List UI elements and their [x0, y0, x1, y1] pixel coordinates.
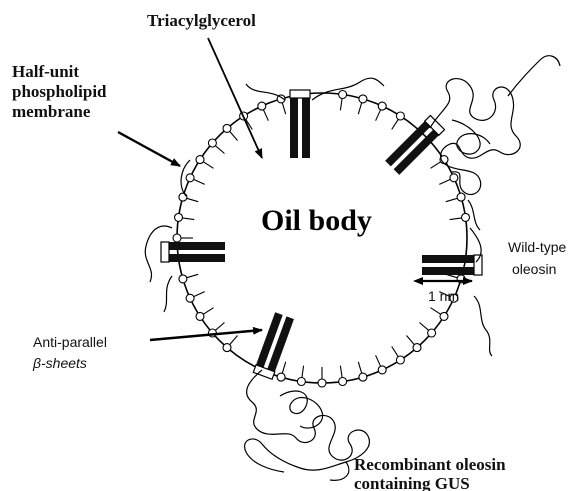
- phospholipid-tail: [420, 323, 429, 331]
- phospholipid-head: [179, 193, 187, 201]
- phospholipid-tail: [187, 274, 199, 277]
- phospholipid-head: [179, 275, 187, 283]
- phospholipid-head: [223, 344, 231, 352]
- phospholipid-head: [186, 174, 194, 182]
- protein-chains: [145, 56, 560, 481]
- phospholipid-tail: [431, 308, 441, 315]
- label-membrane-line1: Half-unit: [12, 62, 79, 81]
- phospholipid-head: [339, 378, 347, 386]
- phospholipid-tail: [194, 292, 205, 297]
- phospholipid-tail: [431, 162, 441, 169]
- phospholipid-head: [318, 379, 326, 387]
- phospholipid-head: [396, 356, 404, 364]
- phospholipid-head: [378, 366, 386, 374]
- chain-upper-right-loop: [452, 120, 490, 154]
- phospholipid-head: [297, 378, 305, 386]
- label-scale: 1 nm: [428, 288, 459, 304]
- chain-right-top: [468, 200, 480, 230]
- chain-top-right: [312, 78, 384, 100]
- phospholipid-tail: [215, 146, 224, 154]
- phospholipid-tail: [358, 362, 361, 374]
- phospholipid-tail: [340, 366, 342, 378]
- label-oil-body: Oil body: [261, 204, 372, 237]
- phospholipid-tail: [302, 366, 304, 378]
- chain-upper-right-tail: [508, 56, 560, 96]
- phospholipid-head: [196, 312, 204, 320]
- phospholipid-tail: [358, 103, 361, 115]
- phospholipid-head: [208, 139, 216, 147]
- phospholipid-tail: [376, 110, 381, 121]
- oleosin-upper-right: [385, 115, 444, 174]
- phospholipid-head: [396, 112, 404, 120]
- phospholipid-head: [173, 234, 181, 242]
- phospholipid-tail: [194, 179, 205, 184]
- label-membrane-line3: membrane: [12, 102, 91, 121]
- phospholipid-head: [359, 95, 367, 103]
- phospholipid-tail: [215, 323, 224, 331]
- phospholipid-tail: [282, 362, 285, 374]
- label-recombinant-line2: containing GUS: [354, 474, 470, 491]
- label-recombinant-line1: Recombinant oleosin: [354, 455, 506, 474]
- oleosin-bottom-recombinant: [253, 312, 294, 379]
- oleosin-left: [161, 242, 225, 262]
- phospholipid-tail: [439, 179, 450, 184]
- phospholipid-tail: [392, 347, 399, 357]
- phospholipid-head: [440, 312, 448, 320]
- phospholipid-head: [186, 294, 194, 302]
- chain-bottom-loop: [280, 391, 323, 428]
- arrow-membrane: [118, 132, 180, 166]
- phospholipid-tail: [282, 103, 285, 115]
- label-beta-line2: β-sheets: [32, 355, 87, 371]
- label-beta-line1: Anti-parallel: [33, 334, 107, 350]
- chain-bottom-tail: [330, 462, 349, 480]
- phospholipid-tail: [203, 308, 213, 315]
- label-triacylglycerol: Triacylglycerol: [147, 11, 256, 30]
- phospholipid-head: [413, 344, 421, 352]
- phospholipid-head: [378, 102, 386, 110]
- phospholipid-head: [196, 156, 204, 164]
- phospholipid-tail: [203, 162, 213, 169]
- chain-left-lower: [164, 276, 172, 312]
- phospholipid-tail: [230, 131, 238, 140]
- phospholipid-tail: [187, 198, 199, 201]
- phospholipid-tail: [392, 119, 399, 129]
- phospholipid-tail: [340, 98, 342, 110]
- phospholipid-head: [457, 193, 465, 201]
- phospholipid-tail: [446, 198, 458, 201]
- phospholipid-head: [428, 329, 436, 337]
- phospholipid-head: [359, 373, 367, 381]
- phospholipid-tail: [263, 110, 268, 121]
- label-membrane-line2: phospholipid: [12, 82, 107, 101]
- oleosin-wild-type: [422, 255, 482, 275]
- phospholipid-tail: [182, 218, 194, 220]
- chain-upper-right-tangle: [430, 79, 520, 195]
- arrow-beta-sheets: [150, 330, 262, 340]
- phospholipid-head: [462, 213, 470, 221]
- label-wild-type-line2: oleosin: [512, 261, 556, 277]
- phospholipid-tail: [450, 218, 462, 220]
- phospholipid-head: [223, 124, 231, 132]
- phospholipid-head: [450, 174, 458, 182]
- phospholipid-tail: [230, 336, 238, 345]
- oleosin-top: [290, 90, 310, 158]
- phospholipid-head: [339, 91, 347, 99]
- phospholipid-tail: [407, 336, 415, 345]
- label-wild-type-line1: Wild-type: [508, 239, 567, 255]
- chain-bottom-tangle: [245, 370, 370, 472]
- phospholipid-tail: [376, 355, 381, 366]
- chain-right-lower: [474, 296, 492, 356]
- phospholipid-head: [258, 102, 266, 110]
- phospholipid-head: [175, 213, 183, 221]
- oil-body-membrane: [177, 93, 467, 383]
- phospholipid-head: [277, 373, 285, 381]
